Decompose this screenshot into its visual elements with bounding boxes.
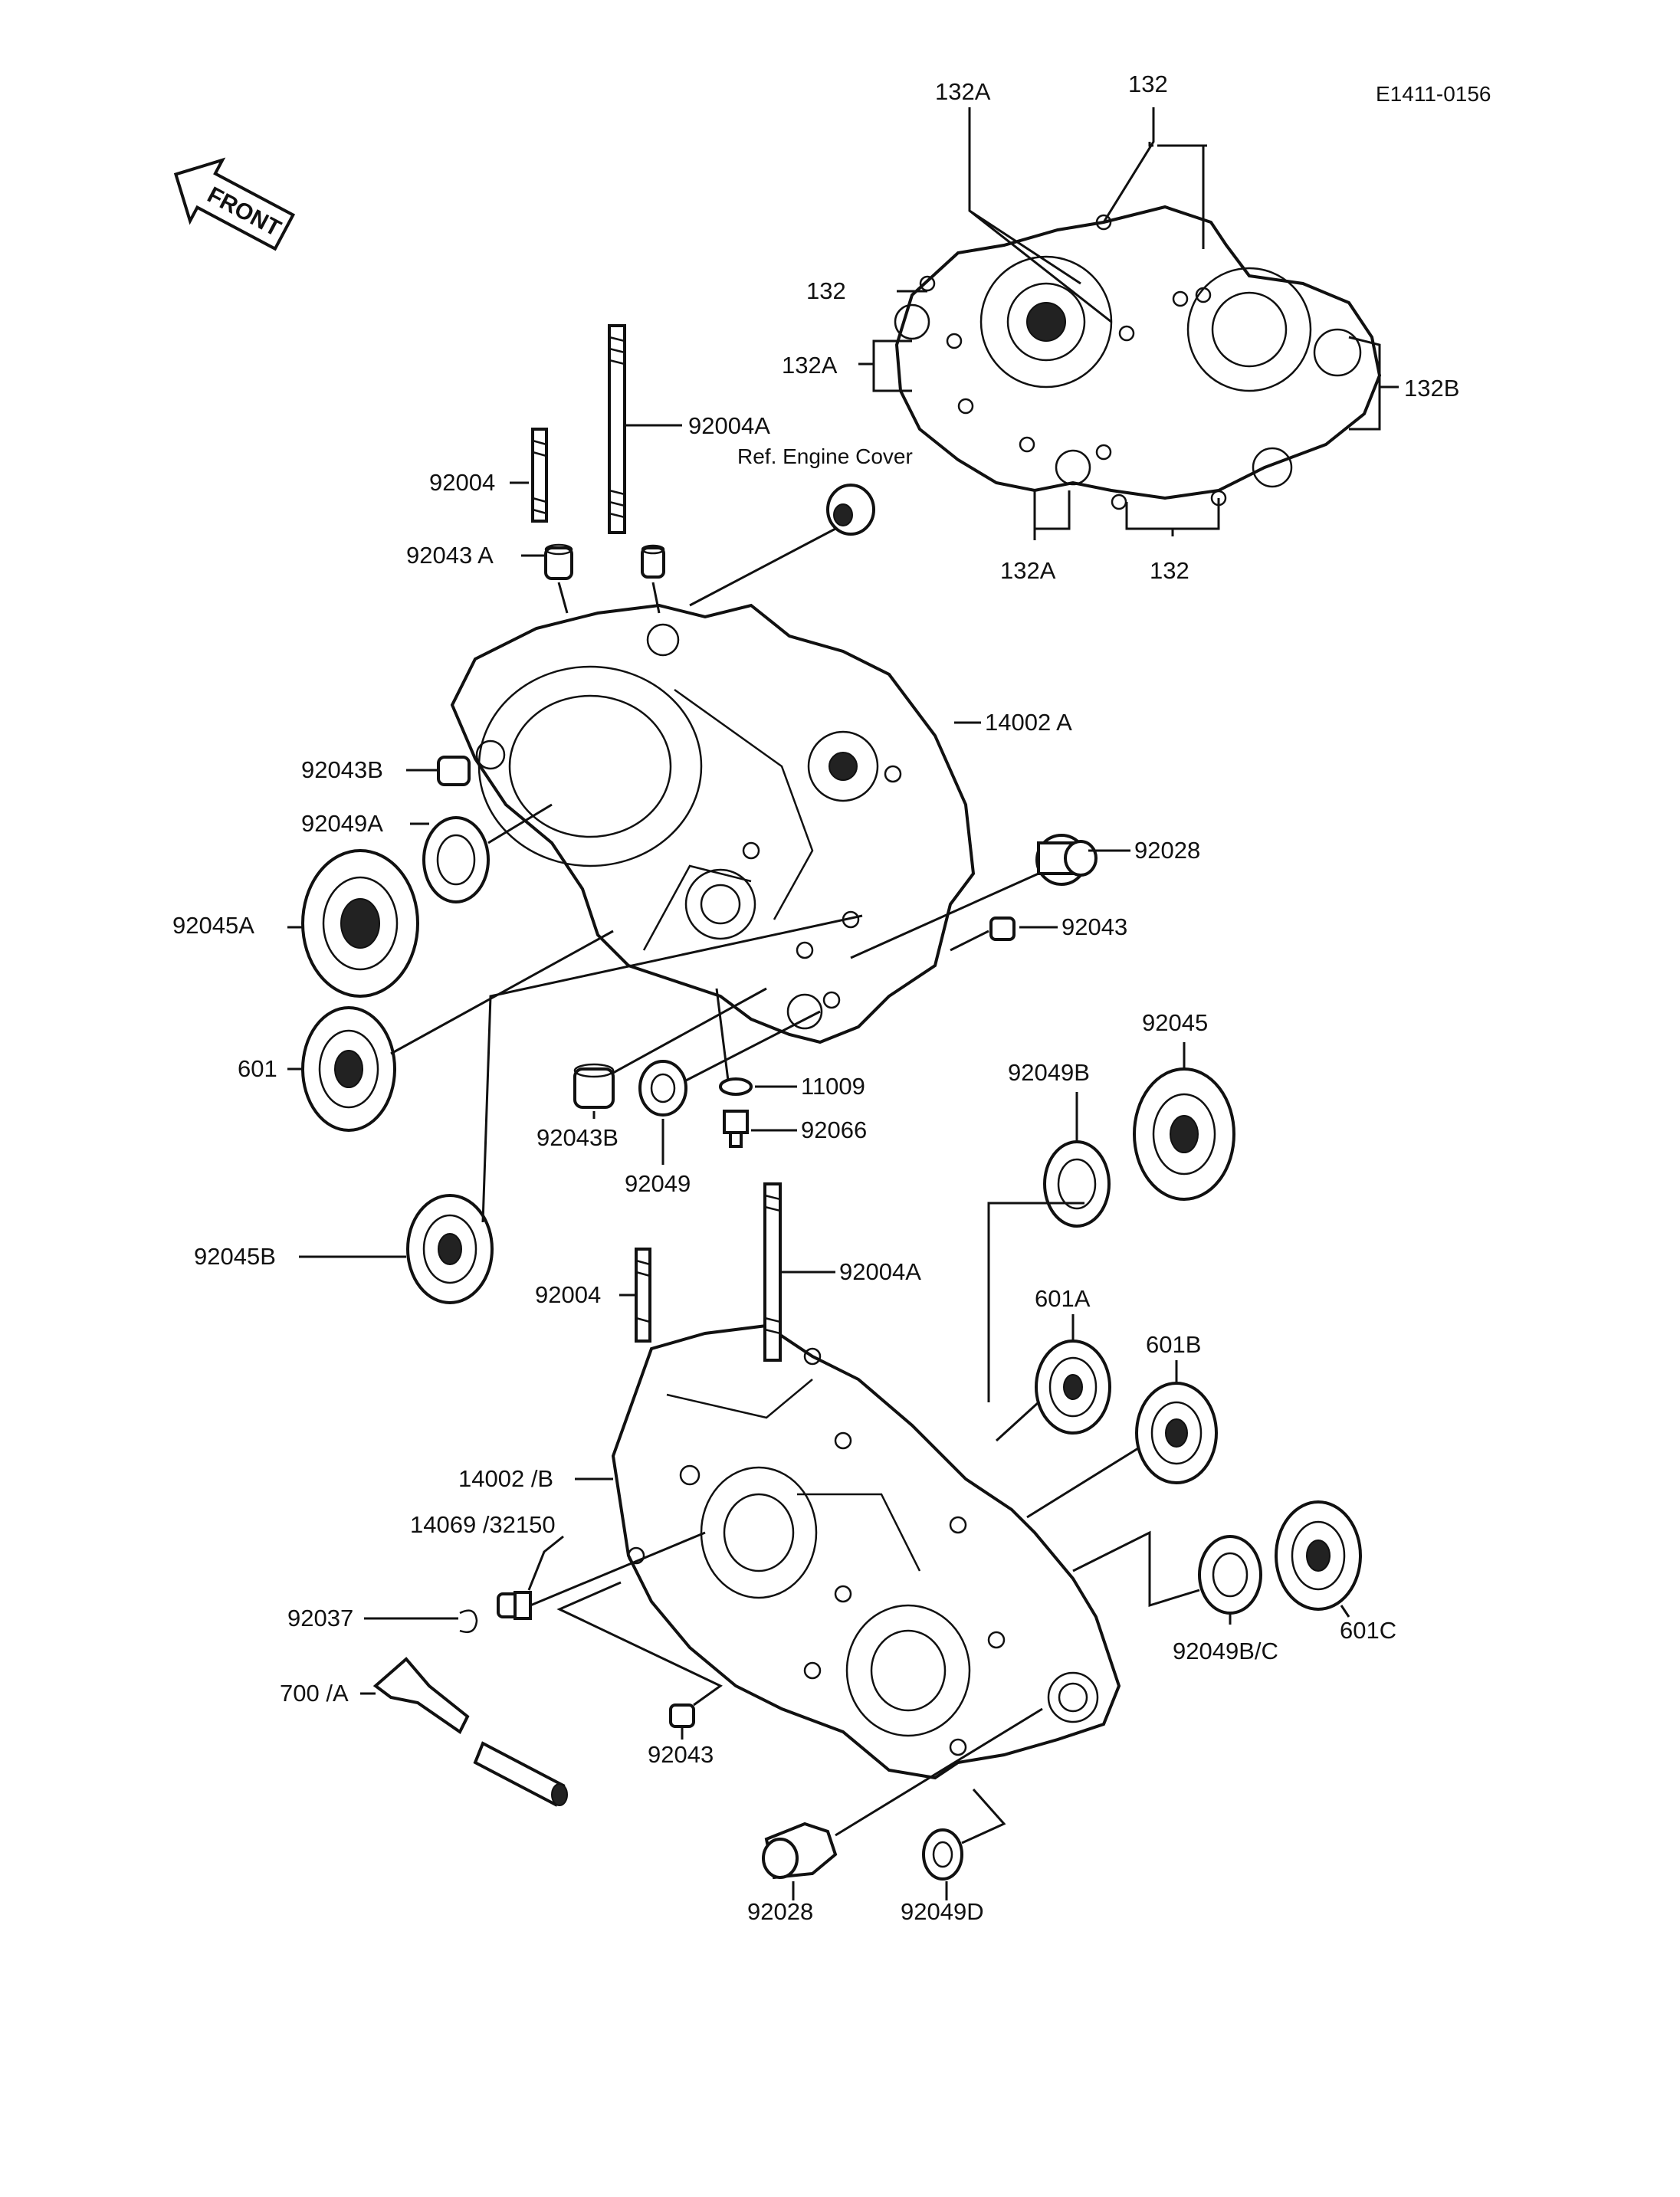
bearing-92045: [1133, 1067, 1235, 1201]
dowel-92043A-left: [544, 543, 573, 580]
stud-92004-mid: [635, 1248, 651, 1343]
dowel-92043-bottom: [669, 1703, 695, 1728]
label-14069-32150: 14069 /32150: [410, 1511, 556, 1538]
dowel-92043B-bottom: [573, 1063, 615, 1109]
crankcase-left-half: [450, 603, 976, 1044]
bushing-92028-bottom: [762, 1822, 838, 1880]
label-92049A: 92049A: [301, 810, 383, 837]
seal-92049B-C: [1198, 1535, 1262, 1615]
gasket-11009: [719, 1077, 753, 1096]
bearing-92045B: [406, 1194, 494, 1304]
label-92045A: 92045A: [172, 912, 254, 939]
label-92004-top: 92004: [429, 469, 495, 496]
label-132A-bottom: 132A: [1000, 557, 1056, 584]
seal-ref-engine-cover: [826, 484, 875, 536]
stud-92004-top: [531, 428, 548, 523]
label-92028-right: 92028: [1134, 837, 1200, 864]
dowel-92043-right: [989, 917, 1016, 941]
crankcase-right-half: [611, 1323, 1121, 1780]
label-92004A-top: 92004A: [688, 412, 770, 439]
seal-92049B: [1043, 1140, 1111, 1228]
bearing-601: [301, 1006, 396, 1132]
bearing-92045A: [301, 849, 419, 998]
stud-92004A-mid: [763, 1182, 782, 1362]
stud-92004A-top: [608, 324, 626, 534]
label-92043A: 92043 A: [406, 542, 494, 569]
label-92028-bottom: 92028: [747, 1898, 813, 1925]
seal-92049-mid: [638, 1060, 687, 1117]
label-132A-left: 132A: [782, 352, 838, 379]
label-92004A-mid: 92004A: [839, 1258, 921, 1285]
label-132-left: 132: [806, 277, 846, 304]
bearing-601B: [1135, 1382, 1218, 1484]
label-132B: 132B: [1404, 375, 1459, 402]
label-14002A: 14002 A: [985, 709, 1072, 736]
plug-14069-32150: [497, 1591, 532, 1620]
label-132A-top: 132A: [935, 78, 991, 105]
dowel-92043B-left: [437, 756, 471, 786]
label-92049B-C: 92049B/C: [1173, 1638, 1278, 1664]
label-700A: 700 /A: [280, 1680, 349, 1707]
label-132-bottom: 132: [1150, 557, 1189, 584]
label-11009: 11009: [801, 1073, 865, 1100]
label-92049B: 92049B: [1008, 1059, 1090, 1086]
diagram-code: E1411-0156: [1376, 82, 1491, 106]
label-601A: 601A: [1035, 1285, 1091, 1312]
crankcase-top-view: [894, 205, 1382, 510]
front-arrow-icon: FRONT: [173, 157, 296, 251]
hose-700A: [372, 1657, 568, 1807]
bushing-92028-right: [1035, 834, 1098, 886]
label-601: 601: [238, 1055, 277, 1082]
label-601C: 601C: [1340, 1617, 1396, 1644]
label-132-top: 132: [1128, 71, 1168, 97]
ref-engine-cover-note: Ref. Engine Cover: [737, 444, 913, 468]
label-92004-mid: 92004: [535, 1281, 601, 1308]
label-14002B: 14002 /B: [458, 1465, 553, 1492]
label-92045: 92045: [1142, 1009, 1208, 1036]
dowel-92043A-right: [641, 544, 665, 579]
label-92045B: 92045B: [194, 1243, 276, 1270]
label-92049D: 92049D: [901, 1898, 984, 1925]
bearing-601A: [1035, 1340, 1111, 1435]
label-601B: 601B: [1146, 1331, 1201, 1358]
label-92043B-left: 92043B: [301, 756, 383, 783]
label-92049-mid: 92049: [625, 1170, 691, 1197]
label-92043-right: 92043: [1061, 913, 1127, 940]
seal-92049A: [422, 816, 490, 903]
bearing-601C: [1275, 1500, 1362, 1611]
label-92037: 92037: [287, 1605, 353, 1631]
label-92043-bottom: 92043: [648, 1741, 714, 1768]
label-92043B-bottom: 92043B: [536, 1124, 619, 1151]
bolt-92066: [723, 1110, 749, 1148]
clamp-92037: [459, 1609, 478, 1634]
label-92066: 92066: [801, 1117, 867, 1143]
seal-92049D: [922, 1828, 963, 1881]
